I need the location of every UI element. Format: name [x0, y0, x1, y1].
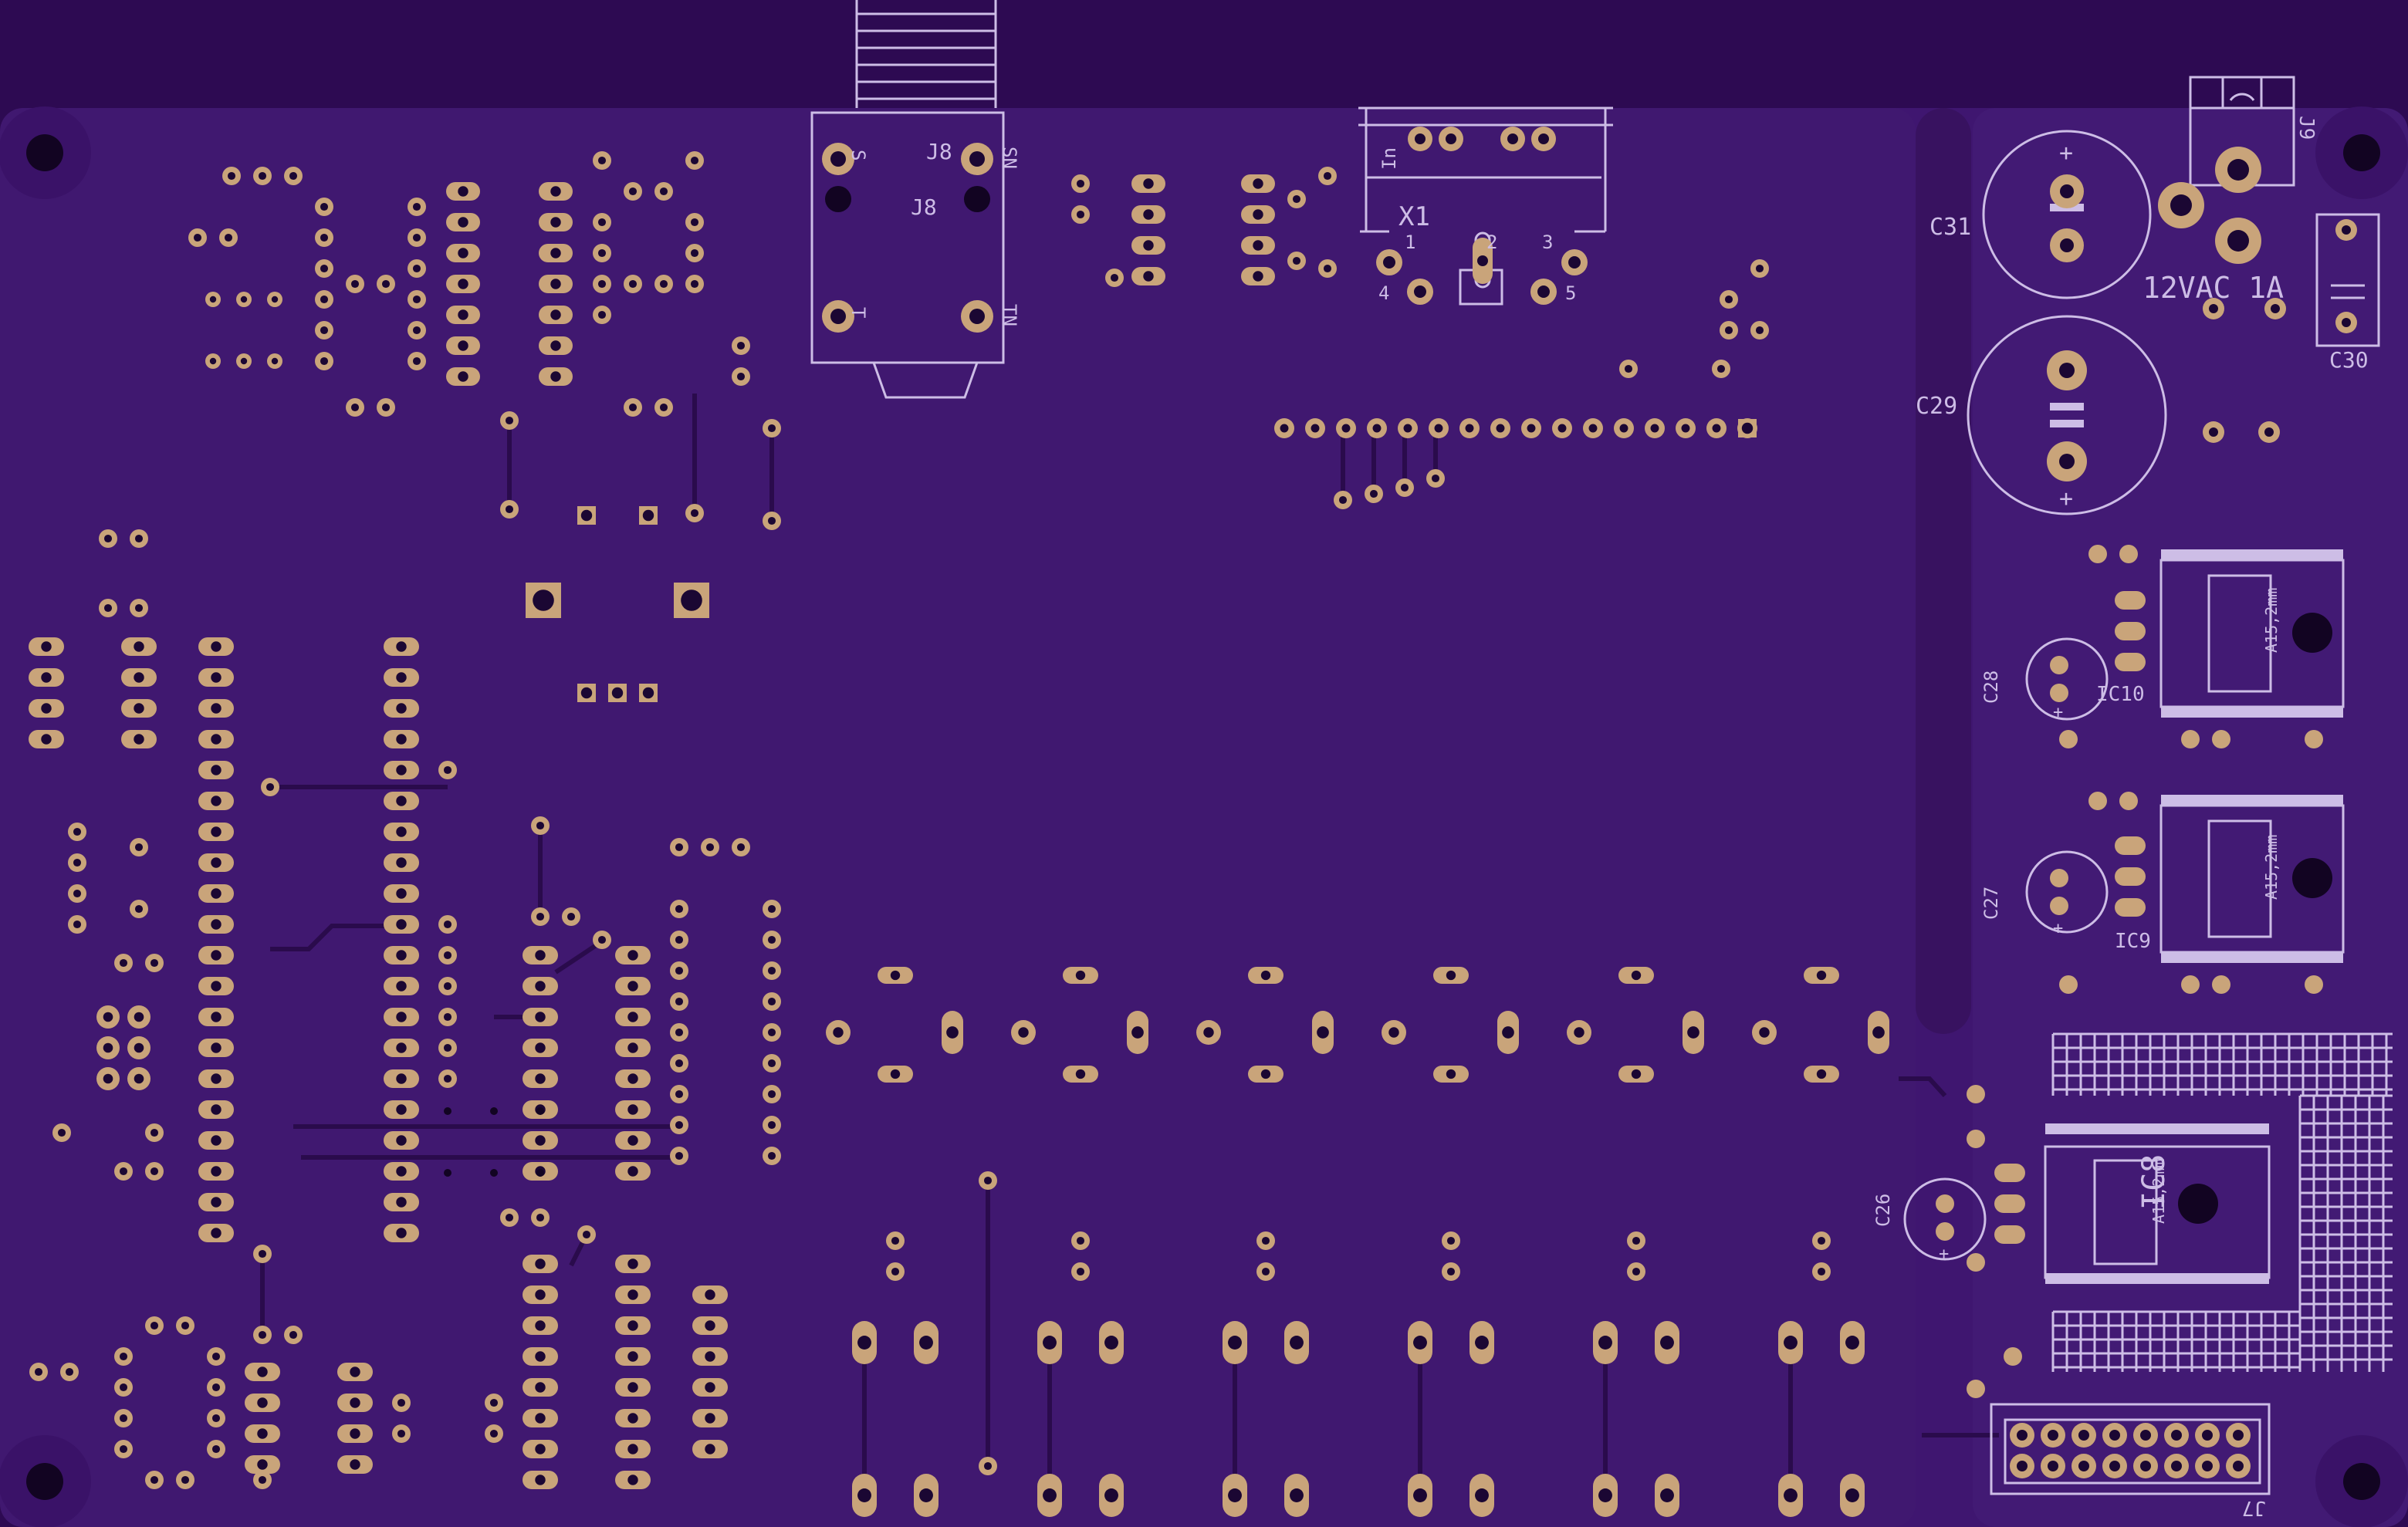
c27-label: C27 [1980, 887, 2002, 920]
j8-pin-s: S [847, 150, 869, 160]
power-rating-label: 12VAC 1A [2143, 271, 2284, 305]
x1-pin4: 4 [1378, 282, 1389, 304]
regulators: C28 IC10 C27 IC9 IC8 C26 J7 A15,2mm A15,… [1872, 545, 2345, 1519]
c31-label: C31 [1929, 214, 1971, 241]
c28-label: C28 [1980, 671, 2002, 704]
x1-label: X1 [1398, 201, 1430, 232]
c29-plus: + [2059, 485, 2073, 512]
c27-plus: + [2053, 919, 2063, 938]
ic9-label: IC9 [2115, 930, 2151, 953]
board-slot [1916, 108, 1971, 1034]
j8-label-mid: J8 [911, 194, 937, 220]
j8-pin-sn: SN [999, 147, 1020, 169]
c28-plus: + [2053, 703, 2063, 722]
pads [29, 151, 2261, 1517]
c26-plus: + [1939, 1245, 1949, 1264]
mount-holes [0, 106, 2408, 1527]
x1-connector: In X1 1 2 3 4 5 [1358, 106, 1613, 306]
c31-plus: + [2059, 140, 2073, 167]
traces [260, 394, 1999, 1497]
j8-pin-tn: TN [999, 304, 1020, 326]
c29-label: C29 [1916, 393, 1957, 420]
heatsink-hatch [2051, 1032, 2393, 1372]
board-zone-left [0, 108, 1916, 1527]
j8-pin-t: T [847, 307, 869, 318]
ic10-label: IC10 [2096, 683, 2145, 706]
j9-label: J9 [2295, 116, 2318, 140]
j8-label-top: J8 [926, 139, 952, 164]
j7-label: J7 [2242, 1496, 2266, 1519]
x1-pin5: 5 [1565, 282, 1576, 304]
c26-label: C26 [1872, 1194, 1894, 1227]
heatsink-label-ic10: A15,2mm [2262, 588, 2281, 653]
x1-pin3: 3 [1542, 231, 1553, 253]
heatsink-label-ic8: A15,2mm [2149, 1159, 2168, 1224]
in-label: In [1378, 147, 1400, 170]
c30-label: C30 [2329, 347, 2369, 373]
x1-pin1: 1 [1405, 231, 1415, 253]
x1-pin2: 2 [1486, 231, 1497, 253]
power-section: C31 C29 C30 J9 12VAC 1A + + [1916, 76, 2380, 515]
j8-jack: J8 J8 SN S T TN [810, 0, 1020, 399]
ic8-label: IC8 [2136, 1154, 2172, 1210]
heatsink-label-ic9: A15,2mm [2262, 835, 2281, 900]
